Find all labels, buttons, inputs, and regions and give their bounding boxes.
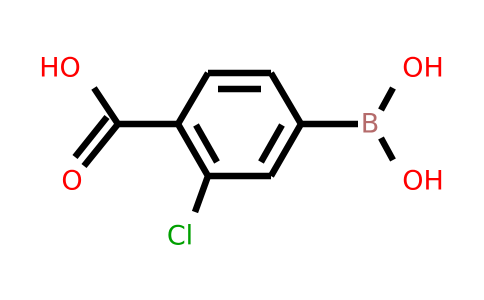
bond-boron-to-top-hydroxyl (378, 86, 396, 112)
ring-bond-c4-c5 (268, 122, 304, 178)
bond-carbonyl-double-a (81, 121, 121, 169)
ring-bond-c6-c1 (175, 122, 211, 178)
bond-ring-to-chlorine (191, 174, 212, 214)
chlorine-substituent: Cl (167, 174, 212, 252)
bond-carbonyl-double-b (72, 114, 110, 160)
bond-boron-to-bottom-hydroxyl (378, 136, 396, 162)
boronic-acid-group: B OH OH (301, 53, 444, 197)
chlorine-label: Cl (167, 221, 193, 252)
carbonyl-oxygen-label: O (61, 166, 82, 197)
carboxylic-acid-group: HO O (39, 53, 178, 197)
ring-inner-double-left (193, 123, 220, 164)
boron-label: B (361, 109, 380, 140)
ring-bond-c1-c2 (175, 71, 211, 126)
boron-hydroxyl-bottom-label: OH (402, 166, 444, 197)
benzene-ring (175, 69, 304, 180)
carboxyl-hydroxyl-label: HO (39, 53, 81, 84)
ring-inner-double-right (258, 123, 285, 164)
boron-hydroxyl-top-label: OH (402, 53, 444, 84)
ring-bond-c3-c4 (268, 71, 304, 126)
bond-carboxyl-hydroxyl (91, 86, 121, 126)
